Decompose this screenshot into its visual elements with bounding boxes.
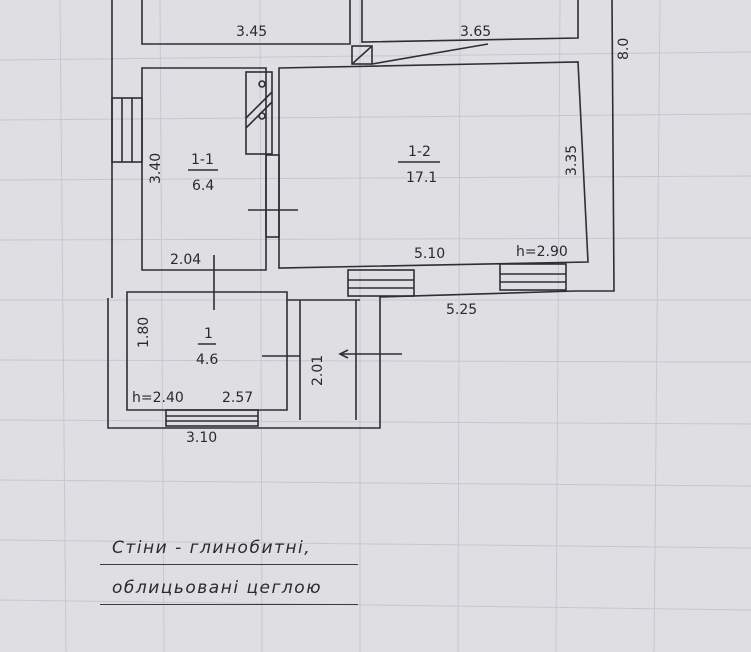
dim-entry-width: 2.57 <box>222 390 253 406</box>
dim-room-1-1-height: 3.40 <box>148 153 164 184</box>
dim-top-left: 3.45 <box>236 24 267 40</box>
dim-top-right: 3.65 <box>460 24 491 40</box>
upper-room-right-wall <box>361 0 579 43</box>
room-1-2-id: 1-2 <box>408 144 431 160</box>
room-1-area: 4.6 <box>196 352 218 368</box>
note-underline-2 <box>100 604 358 605</box>
room-1-wall <box>126 291 288 411</box>
room-1-1-id: 1-1 <box>191 152 214 168</box>
room-1-2-wall <box>278 61 589 269</box>
upper-room-left-wall <box>141 0 351 45</box>
dim-corridor-length: 2.01 <box>310 355 326 386</box>
room-1-1-area: 6.4 <box>192 178 214 194</box>
dim-entry-height: 1.80 <box>136 317 152 348</box>
stove <box>245 71 273 155</box>
wall-note-line-2: облицьовані цеглою <box>112 578 323 598</box>
chimney <box>351 43 489 65</box>
note-underline-1 <box>100 564 358 565</box>
window-room-1-2-b <box>499 263 567 291</box>
room-1-id: 1 <box>204 326 213 342</box>
wall-note-line-1: Стіни - глинобитні, <box>112 538 312 558</box>
dim-room-1-1-width: 2.04 <box>170 252 201 268</box>
dim-overall-width: 5.25 <box>446 302 477 318</box>
window-room-1-2-a <box>347 269 415 297</box>
dim-room-1-2-ceiling: h=2.90 <box>516 244 568 260</box>
dim-entry-ceiling: h=2.40 <box>132 390 184 406</box>
window-left <box>111 97 143 163</box>
dim-room-1-2-height: 3.35 <box>564 145 580 176</box>
door-openings <box>213 154 298 310</box>
dim-entry-outer-width: 3.10 <box>186 430 217 446</box>
window-room-1 <box>165 409 259 427</box>
dim-room-1-2-width: 5.10 <box>414 246 445 262</box>
room-1-1-wall <box>141 67 267 271</box>
corridor-wall <box>287 299 360 420</box>
dim-total-height: 8.0 <box>616 38 632 60</box>
entrance-arrow <box>262 349 402 359</box>
room-1-2-area: 17.1 <box>406 170 437 186</box>
